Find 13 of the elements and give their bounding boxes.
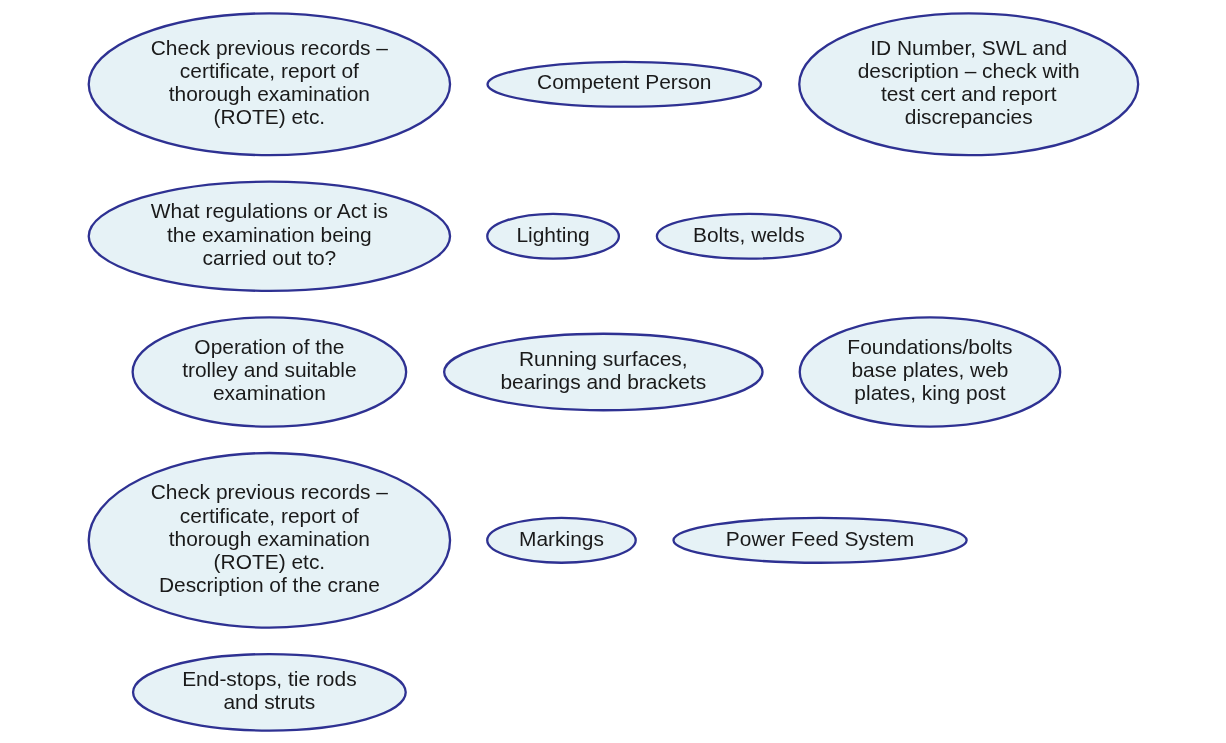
node-ellipse: Lighting: [485, 212, 620, 260]
node-ellipse: Bolts, welds: [655, 212, 842, 260]
node-ellipse: Foundations/bolts base plates, web plates, king post: [798, 315, 1061, 428]
node-ellipse: Check previous records – certificate, report of thorough examination (ROTE) etc. Description of the crane: [87, 451, 451, 629]
node-ellipse: What regulations or Act is the examination being carried out to?: [87, 180, 451, 292]
node-ellipse: Check previous records – certificate, report of thorough examination (ROTE) etc.: [87, 11, 451, 156]
node-ellipse: ID Number, SWL and description – check with test cert and report discrepancies: [797, 11, 1139, 156]
node-ellipse: Running surfaces, bearings and brackets: [442, 332, 764, 411]
node-ellipse: End-stops, tie rods and struts: [131, 652, 407, 732]
node-ellipse: Power Feed System: [671, 516, 968, 564]
node-ellipse: Markings: [485, 516, 637, 564]
node-ellipse: Competent Person: [485, 60, 762, 108]
node-ellipse: Operation of the trolley and suitable examination: [131, 315, 407, 428]
